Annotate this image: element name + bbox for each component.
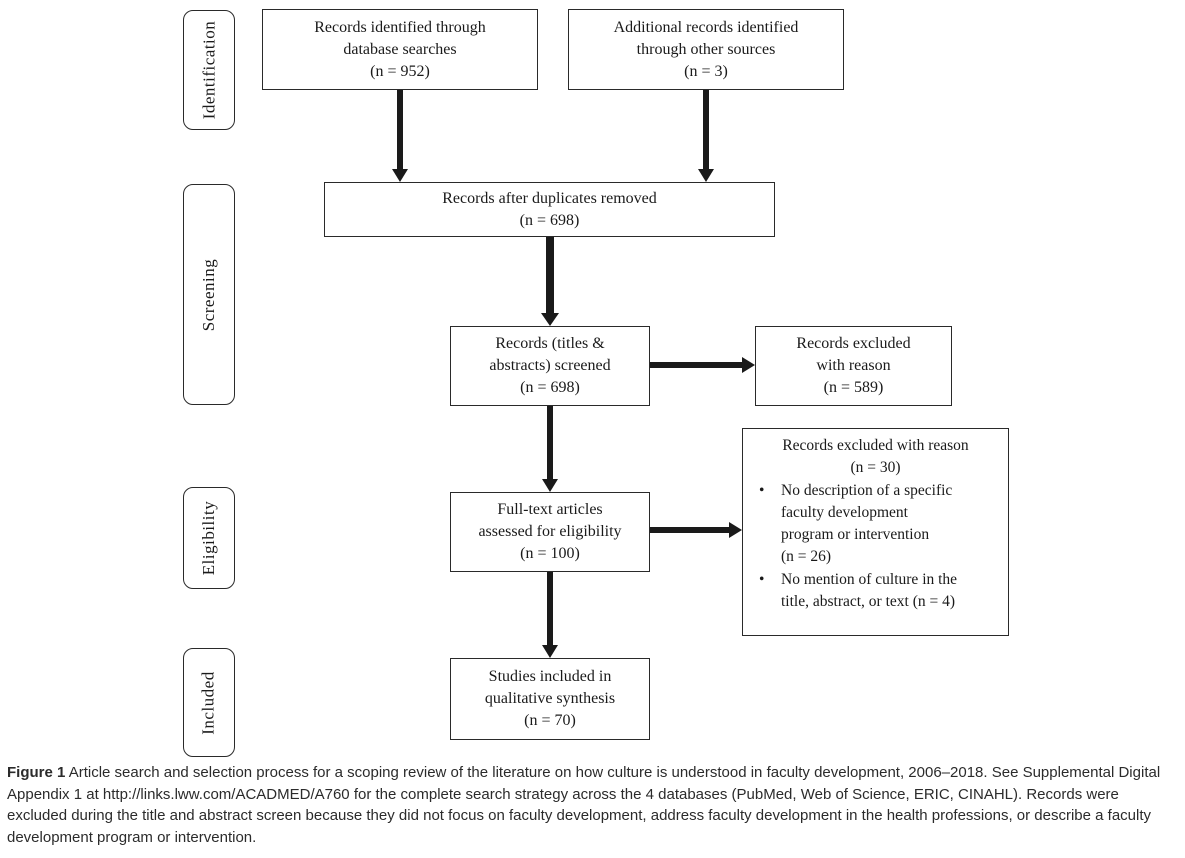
stage-label-text: Included — [199, 670, 219, 735]
bullet-icon: • — [759, 482, 765, 499]
stage-label-eligibility: Eligibility — [183, 487, 235, 589]
figure-caption-text: Article search and selection process for… — [7, 764, 1161, 846]
arrowhead-down-icon — [392, 169, 408, 182]
box-count: (n = 698) — [519, 211, 580, 229]
box-count: (n = 70) — [524, 712, 576, 729]
box-count: (n = 3) — [684, 62, 728, 80]
arrowhead-right-icon — [742, 357, 755, 373]
exclusion-reason-item: • No mention of culture in the title, ab… — [753, 569, 998, 613]
box-count: (n = 30) — [850, 459, 901, 476]
arrow-db-to-duplicates — [397, 90, 403, 170]
box-records-screened: Records (titles & abstracts) screened (n… — [450, 326, 650, 406]
box-fulltext-assessed: Full-text articles assessed for eligibil… — [450, 492, 650, 572]
stage-label-text: Identification — [199, 20, 219, 120]
exclusion-reason-item: • No description of a specific faculty d… — [753, 480, 998, 568]
box-line: Records (titles & — [495, 335, 605, 352]
arrow-fulltext-to-included — [547, 572, 553, 646]
box-count: (n = 100) — [520, 545, 580, 562]
stage-label-text: Screening — [199, 258, 219, 331]
box-line: assessed for eligibility — [478, 523, 622, 540]
bullet-text: No description of a specific faculty dev… — [781, 482, 953, 565]
figure-caption: Figure 1 Article search and selection pr… — [7, 762, 1179, 848]
box-count: (n = 589) — [823, 379, 884, 396]
arrowhead-down-icon — [541, 313, 559, 326]
arrow-screened-to-excluded — [650, 362, 743, 368]
arrow-screened-to-fulltext — [547, 406, 553, 480]
arrow-fulltext-to-excluded — [650, 527, 730, 533]
box-records-identified-database: Records identified through database sear… — [262, 9, 538, 90]
box-line: with reason — [816, 357, 891, 374]
box-count: (n = 698) — [520, 379, 580, 396]
box-line: Studies included in — [488, 668, 612, 685]
arrowhead-down-icon — [542, 645, 558, 658]
box-records-excluded-with-reason: Records excluded with reason (n = 589) — [755, 326, 952, 406]
stage-label-included: Included — [183, 648, 235, 757]
arrowhead-down-icon — [698, 169, 714, 182]
box-records-excluded-fulltext: Records excluded with reason (n = 30) • … — [742, 428, 1009, 636]
box-line: through other sources — [636, 40, 776, 58]
stage-label-identification: Identification — [183, 10, 235, 130]
box-line: Full-text articles — [497, 501, 603, 518]
box-line: Additional records identified — [613, 18, 799, 36]
box-studies-included: Studies included in qualitative synthesi… — [450, 658, 650, 740]
box-line: abstracts) screened — [489, 357, 611, 374]
stage-label-text: Eligibility — [199, 500, 219, 576]
box-line: Records excluded with reason — [782, 437, 969, 454]
box-records-after-duplicates-removed: Records after duplicates removed (n = 69… — [324, 182, 775, 237]
box-line: Records excluded — [796, 335, 911, 352]
box-line: Records after duplicates removed — [442, 189, 657, 207]
stage-label-screening: Screening — [183, 184, 235, 405]
arrow-duplicates-to-screened — [546, 237, 554, 314]
bullet-icon: • — [759, 571, 765, 588]
arrowhead-down-icon — [542, 479, 558, 492]
box-count: (n = 952) — [370, 62, 430, 80]
box-line: qualitative synthesis — [484, 690, 616, 707]
figure-caption-label: Figure 1 — [7, 764, 66, 781]
box-line: database searches — [343, 40, 457, 58]
arrow-other-to-duplicates — [703, 90, 709, 170]
bullet-text: No mention of culture in the title, abst… — [781, 571, 958, 610]
arrowhead-right-icon — [729, 522, 742, 538]
box-additional-records-other-sources: Additional records identified through ot… — [568, 9, 844, 90]
box-line: Records identified through — [314, 18, 486, 36]
